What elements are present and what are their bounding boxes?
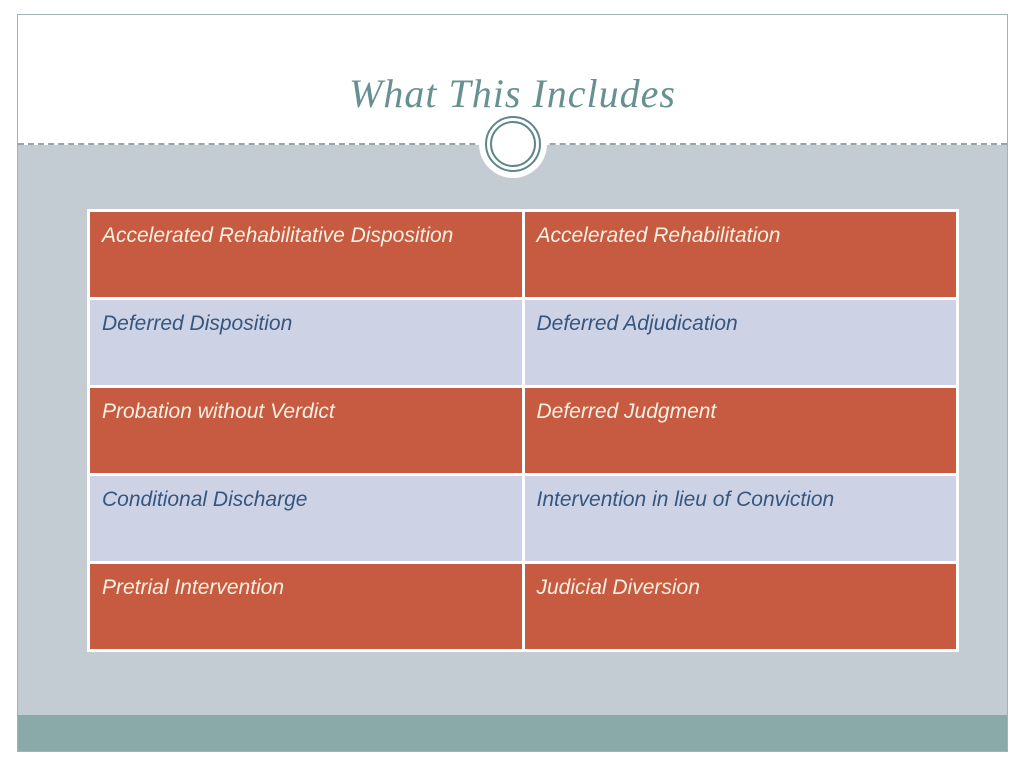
table-cell: Intervention in lieu of Conviction <box>521 473 959 564</box>
table-cell: Accelerated Rehabilitation <box>521 209 959 300</box>
table-row: Accelerated Rehabilitative Disposition A… <box>87 209 959 300</box>
table-row: Conditional Discharge Intervention in li… <box>87 473 959 564</box>
table-cell: Conditional Discharge <box>87 473 525 564</box>
table-cell: Pretrial Intervention <box>87 561 525 652</box>
table-cell: Deferred Judgment <box>521 385 959 476</box>
includes-table: Accelerated Rehabilitative Disposition A… <box>87 209 959 652</box>
table-row: Pretrial Intervention Judicial Diversion <box>87 561 959 652</box>
table-cell: Deferred Adjudication <box>521 297 959 388</box>
slide-frame: What This Includes Accelerated Rehabilit… <box>17 14 1008 752</box>
table-cell: Accelerated Rehabilitative Disposition <box>87 209 525 300</box>
circle-ornament <box>478 110 547 178</box>
circle-ring-inner-icon <box>489 121 536 167</box>
slide-title: What This Includes <box>349 71 676 116</box>
table-cell: Deferred Disposition <box>87 297 525 388</box>
circle-ring-outer-icon <box>484 116 541 172</box>
table-row: Deferred Disposition Deferred Adjudicati… <box>87 297 959 388</box>
table-cell: Probation without Verdict <box>87 385 525 476</box>
table-row: Probation without Verdict Deferred Judgm… <box>87 385 959 476</box>
table-cell: Judicial Diversion <box>521 561 959 652</box>
footer-band <box>18 715 1007 752</box>
content-area: Accelerated Rehabilitative Disposition A… <box>18 145 1007 715</box>
